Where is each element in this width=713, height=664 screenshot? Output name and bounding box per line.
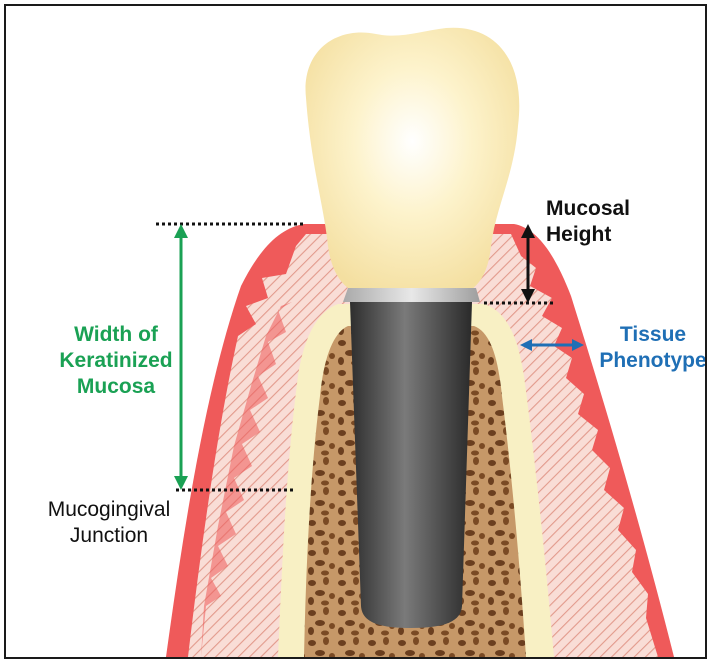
mgj-line-2: Junction [24, 523, 194, 549]
kw-line-1: Width of [46, 322, 186, 348]
kw-line-3: Mucosa [46, 374, 186, 400]
tp-line-2: Phenotype [588, 348, 707, 374]
keratinized-arrowhead-bottom [174, 476, 188, 490]
mh-line-1: Mucosal [546, 196, 630, 222]
implant-body [350, 302, 472, 628]
tissue-phenotype-label: Tissue Phenotype [588, 322, 707, 374]
mucogingival-junction-label: Mucogingival Junction [24, 497, 194, 549]
abutment-collar [343, 288, 480, 302]
width-keratinized-mucosa-label: Width of Keratinized Mucosa [46, 322, 186, 400]
kw-line-2: Keratinized [46, 348, 186, 374]
mgj-line-1: Mucogingival [24, 497, 194, 523]
mucosal-height-label: Mucosal Height [546, 196, 630, 248]
diagram-frame: Width of Keratinized Mucosa Mucogingival… [4, 4, 707, 659]
crown [306, 28, 520, 298]
mh-line-2: Height [546, 222, 630, 248]
keratinized-arrowhead-top [174, 224, 188, 238]
tp-line-1: Tissue [588, 322, 707, 348]
